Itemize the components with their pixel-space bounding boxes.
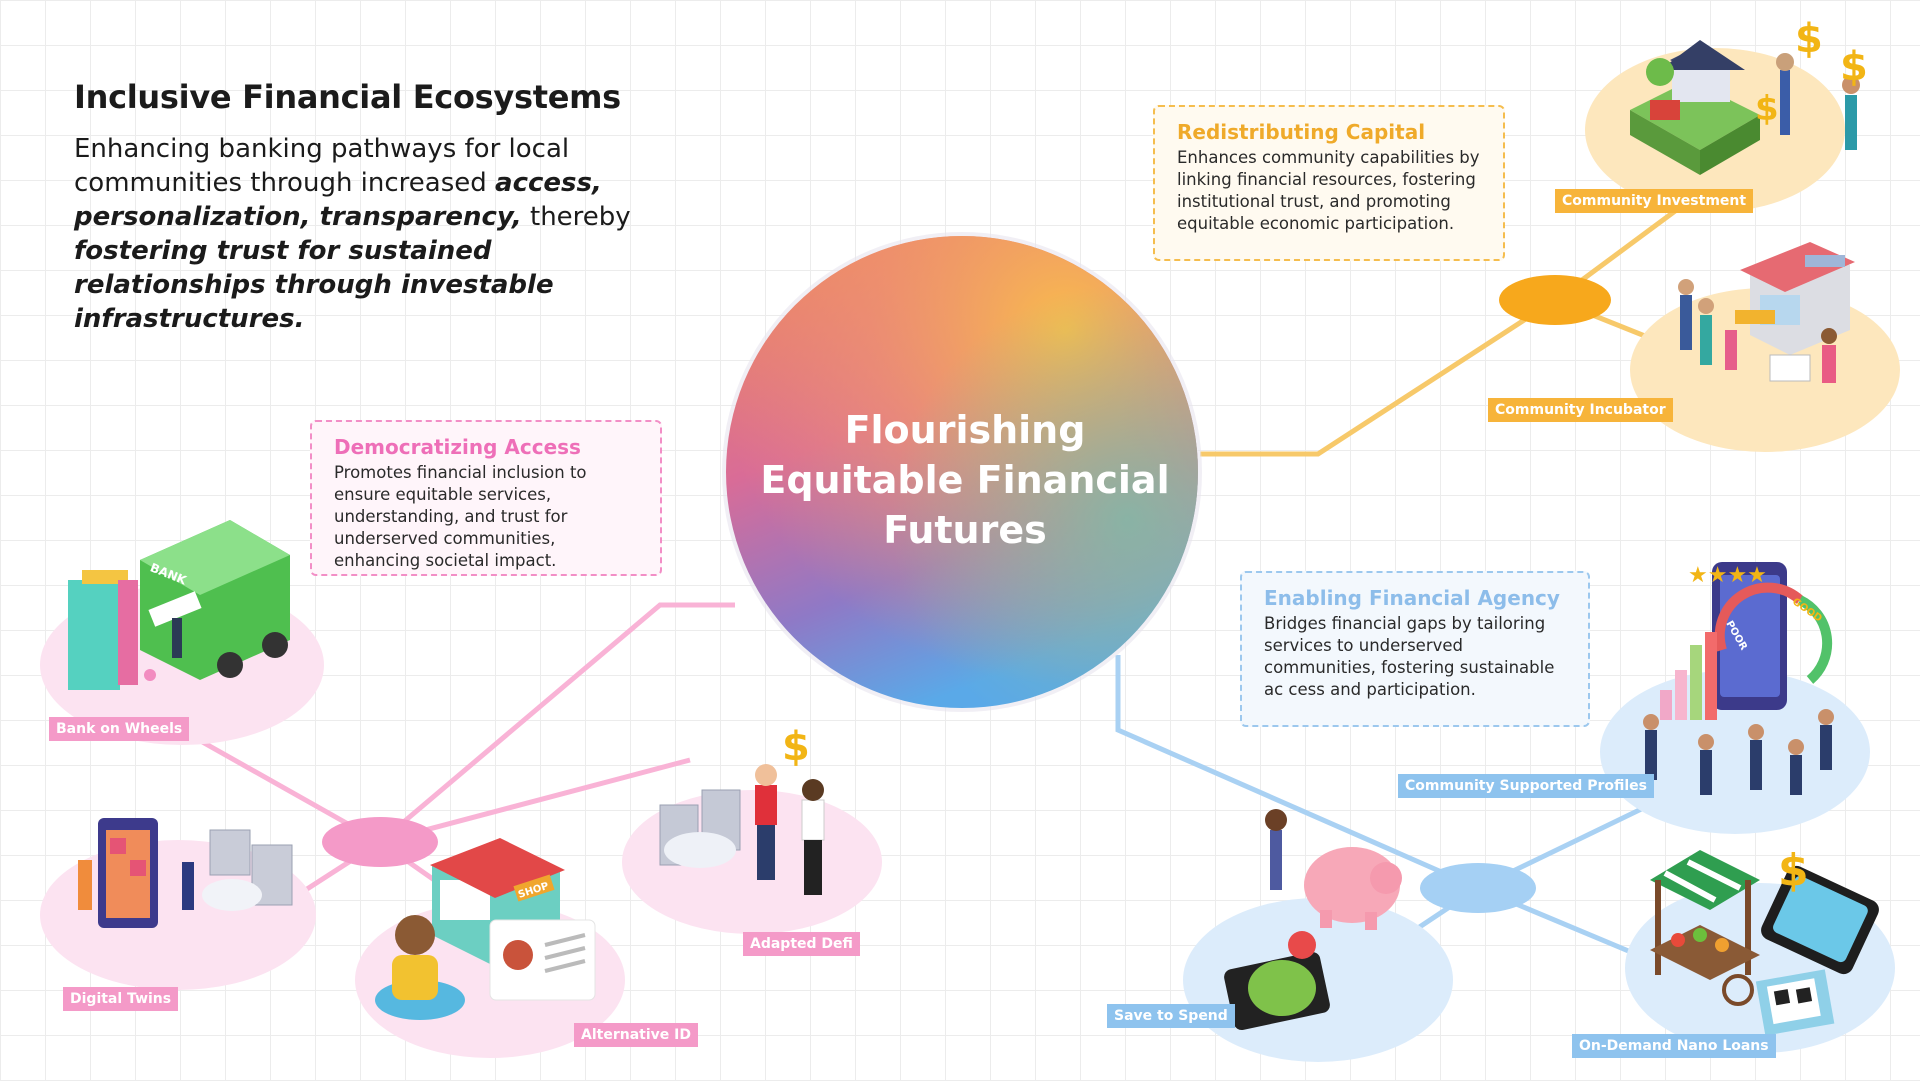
- card-text: Bridges financial gaps by tailoring serv…: [1264, 614, 1555, 699]
- card-title: Enabling Financial Agency: [1264, 586, 1560, 610]
- intro-text-2: thereby: [521, 202, 631, 232]
- pink-link-defi: [379, 757, 691, 845]
- pink-link-orb: [378, 602, 735, 844]
- handshake-server-icon: $: [659, 724, 825, 895]
- digital-twin-icon: [78, 818, 293, 928]
- center-title: Flourishing Equitable Financial Futures: [760, 408, 1170, 552]
- page-title: Inclusive Financial Ecosystems: [74, 78, 621, 116]
- card-title: Democratizing Access: [334, 435, 581, 459]
- piggy-bank-icon: [1224, 809, 1402, 1031]
- dollar-sign-icon: $: [1755, 89, 1779, 129]
- tag-community-supported-profiles: Community Supported Profiles: [1398, 774, 1654, 798]
- card-title: Redistributing Capital: [1177, 120, 1426, 144]
- card-democratizing-access: Democratizing Access Promotes financial …: [310, 420, 662, 576]
- tag-save-to-spend: Save to Spend: [1107, 1004, 1235, 1028]
- dollar-sign-icon: $: [1840, 44, 1868, 90]
- central-orb: [722, 232, 1202, 712]
- tag-digital-twins: Digital Twins: [63, 987, 179, 1011]
- intro-emphasis-1: access, personalization, transparency,: [74, 168, 602, 232]
- intro-text-1: Enhancing banking pathways for local com…: [74, 134, 570, 198]
- tag-community-incubator: Community Incubator: [1488, 398, 1673, 422]
- tag-adapted-defi: Adapted Defi: [743, 932, 860, 956]
- tag-alternative-id: Alternative ID: [574, 1023, 698, 1047]
- bank-truck-icon: BANK: [68, 520, 290, 690]
- dollar-sign-icon: $: [782, 724, 810, 770]
- tag-community-investment: Community Investment: [1555, 189, 1754, 213]
- card-text: Promotes financial inclusion to ensure e…: [334, 463, 587, 570]
- card-redistributing-capital: Redistributing Capital Enhances communit…: [1153, 105, 1505, 261]
- intro-block: Inclusive Financial Ecosystems Enhancing…: [74, 78, 634, 336]
- intro-paragraph: Enhancing banking pathways for local com…: [74, 132, 634, 336]
- incubator-shop-icon: [1678, 242, 1855, 383]
- credit-gauge-phone-icon: POOR GOOD ★★★★: [1643, 562, 1834, 795]
- pink-hub-node: [322, 817, 438, 867]
- card-enabling-financial-agency: Enabling Financial Agency Bridges financ…: [1240, 571, 1590, 727]
- dollar-sign-icon: $: [1778, 845, 1809, 896]
- shop-id-icon: SHOP: [375, 838, 596, 1020]
- tag-bank-on-wheels: Bank on Wheels: [49, 717, 190, 741]
- tag-on-demand-nano-loans: On-Demand Nano Loans: [1572, 1034, 1776, 1058]
- intro-emphasis-2: fostering trust for sustained relationsh…: [74, 236, 554, 334]
- orange-link-orb: [1200, 297, 1557, 457]
- orange-hub-node: [1499, 275, 1611, 325]
- farm-investment-icon: $ $ $: [1630, 16, 1868, 175]
- blue-hub-node: [1420, 863, 1536, 913]
- blue-link-orb: [1115, 655, 1480, 891]
- market-stall-phone-icon: $: [1650, 845, 1879, 1036]
- card-text: Enhances community capabilities by linki…: [1177, 148, 1480, 233]
- star-rating-icon: ★★★★: [1688, 563, 1767, 588]
- dollar-sign-icon: $: [1795, 16, 1823, 62]
